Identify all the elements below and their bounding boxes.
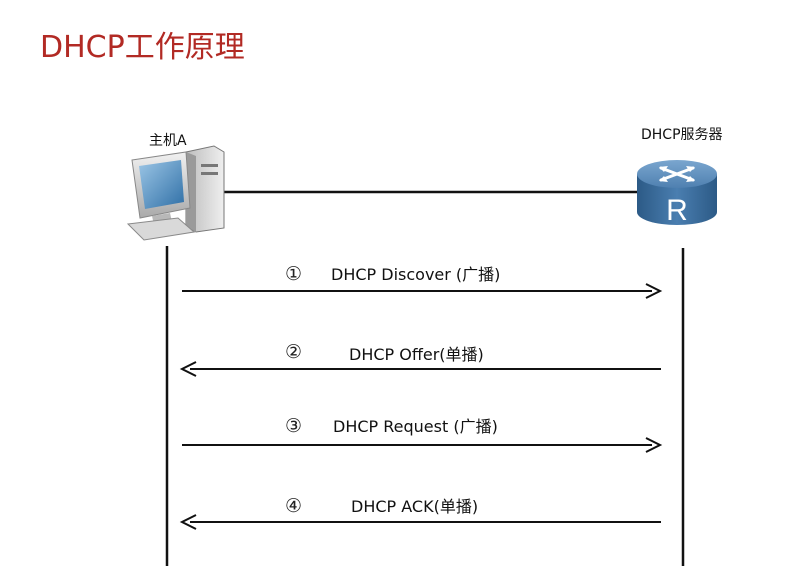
message-number-3: ③ bbox=[285, 415, 303, 437]
message-label-4: DHCP ACK(单播) bbox=[351, 497, 479, 516]
message-number-4: ④ bbox=[285, 495, 303, 517]
message-arrow-3 bbox=[182, 437, 663, 453]
router-icon: R bbox=[637, 160, 717, 227]
message-number-1: ① bbox=[285, 263, 303, 285]
message-arrow-1 bbox=[182, 283, 663, 299]
message-number-2: ② bbox=[285, 341, 303, 363]
host-label: 主机A bbox=[149, 133, 187, 149]
computer-icon bbox=[126, 145, 225, 241]
message-arrow-4 bbox=[179, 514, 661, 530]
message-label-1: DHCP Discover (广播) bbox=[331, 265, 501, 284]
message-arrow-2 bbox=[179, 361, 661, 377]
message-label-3: DHCP Request (广播) bbox=[333, 417, 498, 436]
page-title: DHCP工作原理 bbox=[40, 30, 245, 65]
message-label-2: DHCP Offer(单播) bbox=[349, 345, 484, 364]
server-label: DHCP服务器 bbox=[641, 127, 723, 143]
svg-text:R: R bbox=[666, 194, 688, 227]
